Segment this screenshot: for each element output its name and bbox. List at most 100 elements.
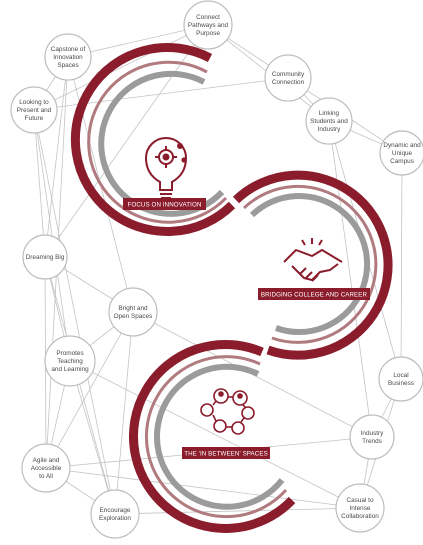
connector-dynamic-local	[400, 152, 403, 380]
ring-3-mid	[144, 355, 288, 519]
concept-label-line: Connection	[272, 79, 305, 86]
connector-connect-looking	[33, 24, 209, 111]
concept-label-line: Looking to	[19, 99, 49, 106]
concept-label-line: Students and	[310, 118, 348, 125]
concept-bubble	[349, 414, 395, 460]
concept-node-dreaming: Dreaming Big	[22, 234, 68, 280]
concept-label-line: Present and	[17, 107, 52, 114]
concept-label-line: Community	[272, 71, 305, 78]
concept-bubble	[44, 335, 96, 387]
concept-label-line: Dreaming Big	[26, 254, 65, 261]
theme-label-3: THE 'IN BETWEEN' SPACES	[184, 450, 268, 457]
connector-capstone-dreaming	[44, 56, 69, 258]
connector-looking-promotes	[33, 109, 71, 362]
ring-1-mid	[87, 60, 228, 224]
concept-bubble	[335, 483, 385, 533]
concept-label-line: Dynamic and	[383, 142, 421, 149]
concept-label-line: Open Spaces	[114, 313, 153, 320]
concept-bubble	[22, 234, 68, 280]
concept-bubble	[44, 33, 92, 81]
connector-promotes-casual	[69, 360, 361, 509]
lightbulb-gears-icon	[144, 137, 188, 199]
connector-linking-industry	[328, 120, 373, 438]
connector-bright-agile	[45, 311, 134, 469]
concept-label-line: Trends	[362, 438, 382, 445]
concept-label-line: Casual to	[347, 497, 374, 504]
concept-label-line: Future	[25, 115, 44, 122]
concept-label-line: Linking	[319, 110, 340, 117]
concept-label-line: Exploration	[99, 515, 131, 522]
concept-bubble	[264, 54, 312, 102]
concept-bubble	[21, 443, 71, 493]
ring-3-inner	[153, 363, 285, 510]
connector-encourage-casual	[114, 507, 361, 515]
swirl-rings	[70, 43, 393, 533]
connector-agile-casual	[45, 467, 361, 509]
theme-banner-3	[182, 447, 270, 459]
concept-bubble	[379, 130, 423, 176]
ring-2-outer	[232, 170, 393, 360]
concept-label-line: Capstone of	[51, 46, 86, 53]
concept-label-line: Connect	[196, 14, 220, 21]
concept-label-line: Campus	[390, 158, 414, 165]
ring-3-outer	[128, 339, 296, 533]
ring-2-mid	[242, 184, 378, 344]
concept-label-line: and Learning	[51, 366, 89, 373]
concept-label-line: Spaces	[57, 62, 78, 69]
connector-community-looking	[33, 77, 289, 111]
concept-label-line: Accessible	[31, 465, 62, 472]
concept-label-line: Unique	[392, 150, 413, 157]
connector-bright-encourage	[114, 311, 134, 515]
concept-label-line: Purpose	[196, 30, 220, 37]
connector-looking-encourage	[33, 109, 116, 515]
concept-label-line: Encourage	[100, 507, 131, 514]
concept-label-line: Intense	[350, 505, 371, 512]
concept-label-line: Industry	[361, 430, 385, 437]
concept-label-line: to All	[39, 473, 53, 480]
concept-label-line: Teaching	[57, 358, 83, 365]
concept-label-line: Industry	[318, 126, 342, 133]
concept-label-line: Pathways and	[188, 22, 229, 29]
concept-bubble	[183, 0, 233, 50]
people-network-icon	[200, 388, 255, 435]
concept-bubble	[378, 356, 423, 402]
ring-2-inner	[249, 193, 371, 335]
concept-label-line: Innovation	[53, 54, 83, 61]
theme-label-1: FOCUS ON INNOVATION	[128, 201, 202, 208]
concept-label-line: Agile and	[33, 457, 60, 464]
concept-label-line: Bright and	[118, 305, 148, 312]
handshake-icon	[283, 238, 343, 282]
ring-1-outer	[70, 43, 236, 237]
theme-banner-2	[258, 288, 370, 300]
concept-label-line: Business	[388, 380, 414, 387]
concept-bubble	[90, 489, 140, 539]
theme-banner-1	[123, 198, 206, 210]
concept-bubble	[305, 97, 353, 145]
concept-label-line: Local	[393, 372, 408, 379]
ring-1-inner	[98, 70, 225, 217]
connector-looking-dreaming	[33, 109, 46, 258]
theme-label-2: BRIDGING COLLEGE AND CAREER	[261, 291, 368, 298]
connector-dreaming-encourage	[44, 256, 116, 515]
concept-bubble	[10, 86, 58, 134]
connector-promotes-encourage	[69, 360, 116, 515]
concept-label-line: Collaboration	[341, 513, 379, 520]
concept-bubble	[108, 287, 158, 337]
concept-label-line: Promotes	[56, 350, 83, 357]
